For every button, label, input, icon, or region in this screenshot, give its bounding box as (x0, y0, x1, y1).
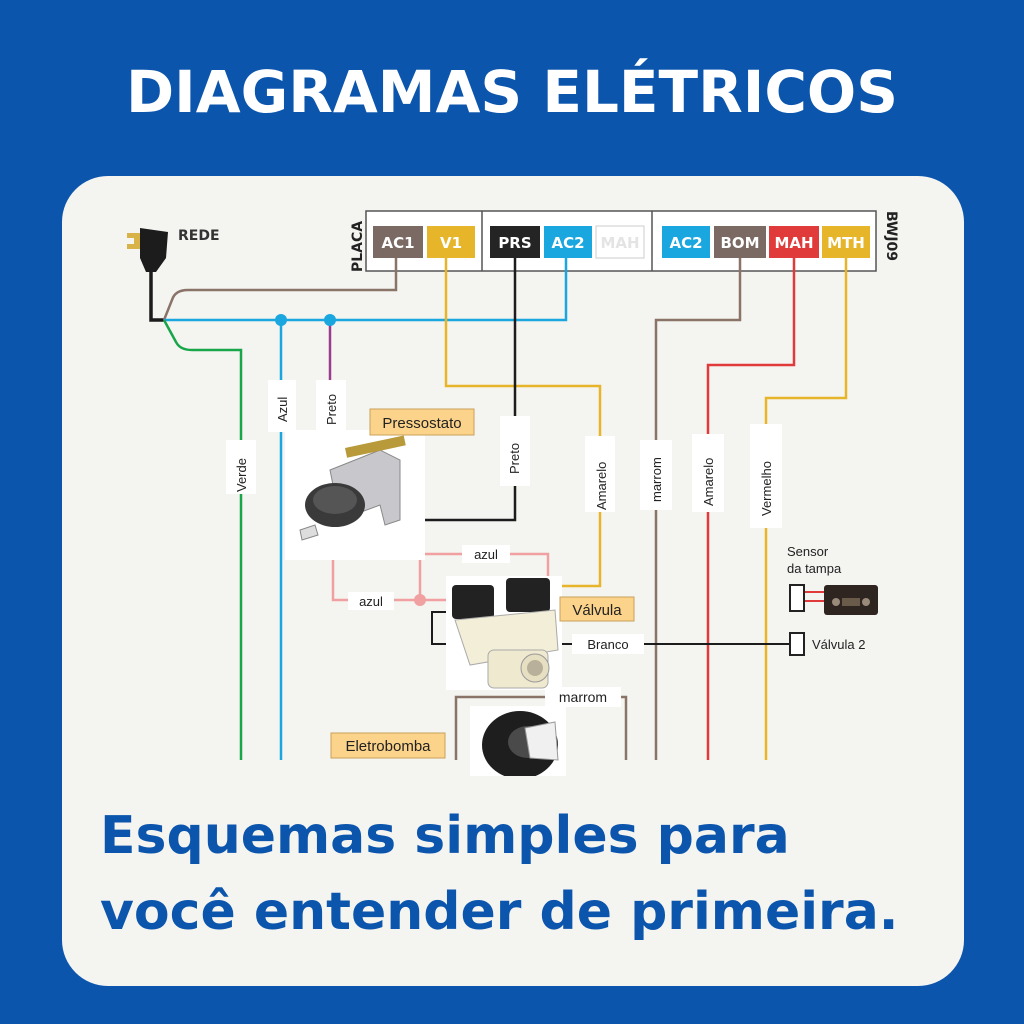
page-title: DIAGRAMAS ELÉTRICOS (126, 58, 898, 126)
svg-text:Verde: Verde (234, 458, 249, 492)
content-card: PLACA BWJ09 AC1 V1 PRS AC2 MAH AC2 (62, 176, 964, 986)
svg-text:MTH: MTH (827, 234, 865, 252)
wire-label-azul: Azul (268, 380, 296, 432)
svg-text:BOM: BOM (720, 234, 759, 252)
wire-label-verde: Verde (226, 440, 256, 494)
terminal-ac2-b: AC2 (662, 226, 710, 258)
drain-pump-icon (470, 706, 566, 776)
svg-text:Amarelo: Amarelo (594, 462, 609, 510)
wire-label-preto-left: Preto (316, 380, 346, 432)
sensor-label-line1: Sensor (787, 544, 829, 559)
svg-text:marrom: marrom (649, 457, 664, 502)
wire-label-azul-top: azul (462, 545, 510, 563)
svg-text:V1: V1 (440, 234, 462, 252)
sensor-label-line2: da tampa (787, 561, 842, 576)
wire-label-preto-prs: Preto (500, 416, 530, 486)
terminal-ac1: AC1 (373, 226, 423, 258)
junction-dot (414, 594, 426, 606)
wire-label-azul-left: azul (348, 592, 394, 610)
tagline: Esquemas simples para você entender de p… (100, 798, 940, 950)
terminal-prs: PRS (490, 226, 540, 258)
valvula2-label: Válvula 2 (812, 637, 865, 652)
terminal-bom: BOM (714, 226, 766, 258)
wire-label-amarelo-valve: Amarelo (585, 436, 615, 512)
eletrobomba-tag: Eletrobomba (330, 732, 446, 759)
svg-text:Branco: Branco (587, 637, 628, 652)
sensor-connector (789, 584, 805, 612)
wire-label-marrom: marrom (640, 440, 672, 510)
tagline-line1: Esquemas simples para (100, 806, 790, 866)
svg-text:azul: azul (359, 594, 383, 609)
wire-label-vermelho: Vermelho (750, 424, 782, 528)
board-model-label: BWJ09 (883, 211, 899, 261)
svg-text:Amarelo: Amarelo (701, 458, 716, 506)
wiring-diagram: PLACA BWJ09 AC1 V1 PRS AC2 MAH AC2 (127, 210, 899, 776)
svg-text:AC2: AC2 (669, 234, 702, 252)
svg-text:marrom: marrom (559, 689, 607, 705)
valve2-connector (789, 632, 805, 656)
tagline-line2: você entender de primeira. (100, 882, 899, 942)
terminal-mah: MAH (769, 226, 819, 258)
svg-text:PRS: PRS (498, 234, 531, 252)
svg-text:MAH: MAH (774, 234, 813, 252)
junction-dot (324, 314, 336, 326)
water-valve-icon (446, 576, 562, 690)
wire-label-marrom-pump: marrom (545, 687, 621, 707)
svg-text:azul: azul (474, 547, 498, 562)
svg-text:MAH: MAH (600, 234, 639, 252)
junction-dot (275, 314, 287, 326)
svg-text:AC2: AC2 (551, 234, 584, 252)
rede-label: REDE (178, 228, 220, 244)
pressure-switch-icon (285, 430, 425, 560)
svg-text:Válvula: Válvula (572, 602, 622, 619)
terminal-v1: V1 (427, 226, 475, 258)
pressostato-tag: Pressostato (369, 408, 475, 436)
lid-sensor-icon (824, 585, 878, 615)
svg-text:Vermelho: Vermelho (759, 461, 774, 516)
wires (149, 258, 848, 760)
placa-label: PLACA (350, 221, 366, 272)
valvula-tag: Válvula (559, 596, 635, 622)
svg-text:Eletrobomba: Eletrobomba (345, 738, 431, 755)
wire-label-amarelo-mah: Amarelo (692, 434, 724, 512)
svg-text:Preto: Preto (324, 394, 339, 425)
terminal-mah-unused: MAH (595, 225, 645, 259)
terminal-ac2-a: AC2 (544, 226, 592, 258)
wire-label-branco: Branco (572, 634, 644, 654)
svg-text:Pressostato: Pressostato (382, 415, 461, 432)
svg-text:AC1: AC1 (381, 234, 414, 252)
svg-text:Azul: Azul (275, 397, 290, 422)
terminal-mth: MTH (822, 226, 870, 258)
svg-text:Preto: Preto (507, 443, 522, 474)
power-plug-icon (127, 228, 168, 272)
